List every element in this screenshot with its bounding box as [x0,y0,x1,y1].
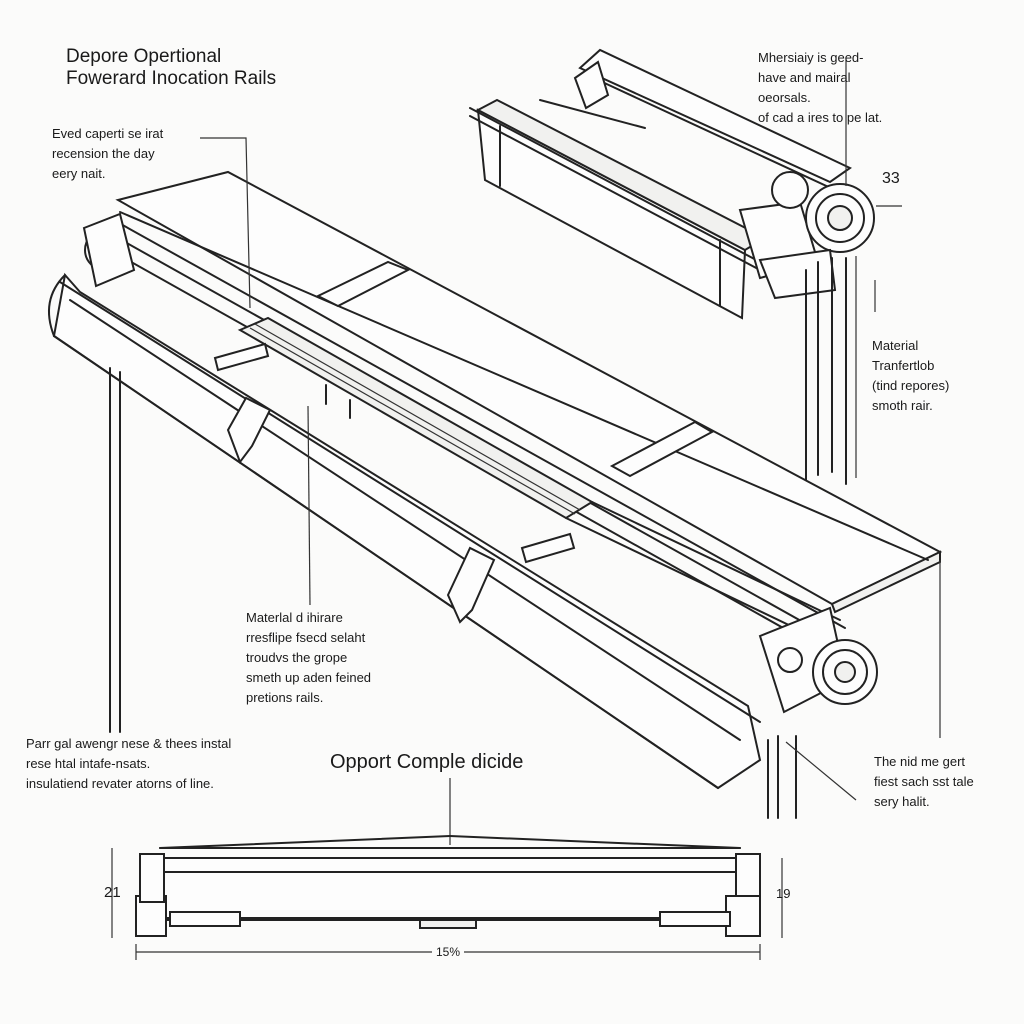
note-line: Tranfertlob [872,358,935,373]
note-bottom-left: Parr gal awengr nese & thees instal rese… [26,734,231,794]
note-line: Materlal d ihirare [246,610,343,625]
note-line: Mhersiaiy is geed- [758,50,864,65]
note-line: The nid me gert [874,754,966,769]
note-line: smoth rair. [872,398,933,413]
note-line: recension the day [52,146,155,161]
note-line: Eved caperti se irat [52,126,164,141]
note-line: fiest sach sst tale [874,774,974,789]
note-right-middle: Material Tranfertlob (tind repores) smot… [872,336,949,416]
title-line-1: Depore Opertional [66,46,222,67]
note-line: troudvs the grope [246,650,348,665]
note-line: eery nait. [52,166,106,181]
drawing-title: Depore Opertional Fowerard Inocation Rai… [66,46,276,90]
note-top-left: Eved caperti se irat recension the day e… [52,124,163,184]
dimension-bottom-left: 21 [104,884,121,901]
title-line-2: Fowerard Inocation Rails [66,68,277,89]
note-line: rese htal intafe-nsats. [26,756,151,771]
note-line: (tind repores) [872,378,950,393]
note-line: have and mairal [758,70,851,85]
note-line: oeorsals. [758,90,811,105]
dimension-bottom-right: 19 [776,886,791,901]
note-line: insulatiend revater atorns of line. [26,776,214,791]
note-line: pretions rails. [246,690,324,705]
section-title: Opport Comple dicide [330,751,524,773]
note-line: Material [872,338,919,353]
leader-lines [200,137,857,845]
note-line: sery halit. [874,794,930,809]
dimension-bottom-width: 15% [432,945,465,959]
note-top-right: Mhersiaiy is geed- have and mairal oeors… [758,48,882,128]
note-line: Parr gal awengr nese & thees instal [26,736,232,751]
note-center: Materlal d ihirare rresflipe fsecd selah… [246,608,371,708]
detail-end-roller-unit [469,48,902,485]
note-line: of cad a ires to pe lat. [758,110,883,125]
bottom-elevation-view [111,835,783,960]
note-line: rresflipe fsecd selaht [246,630,366,645]
dimension-top-right: 33 [882,170,900,187]
rack-teeth [249,323,581,515]
main-rail-assembly [48,170,943,819]
note-line: smeth up aden feined [246,670,372,685]
note-bottom-right: The nid me gert fiest sach sst tale sery… [874,752,974,812]
